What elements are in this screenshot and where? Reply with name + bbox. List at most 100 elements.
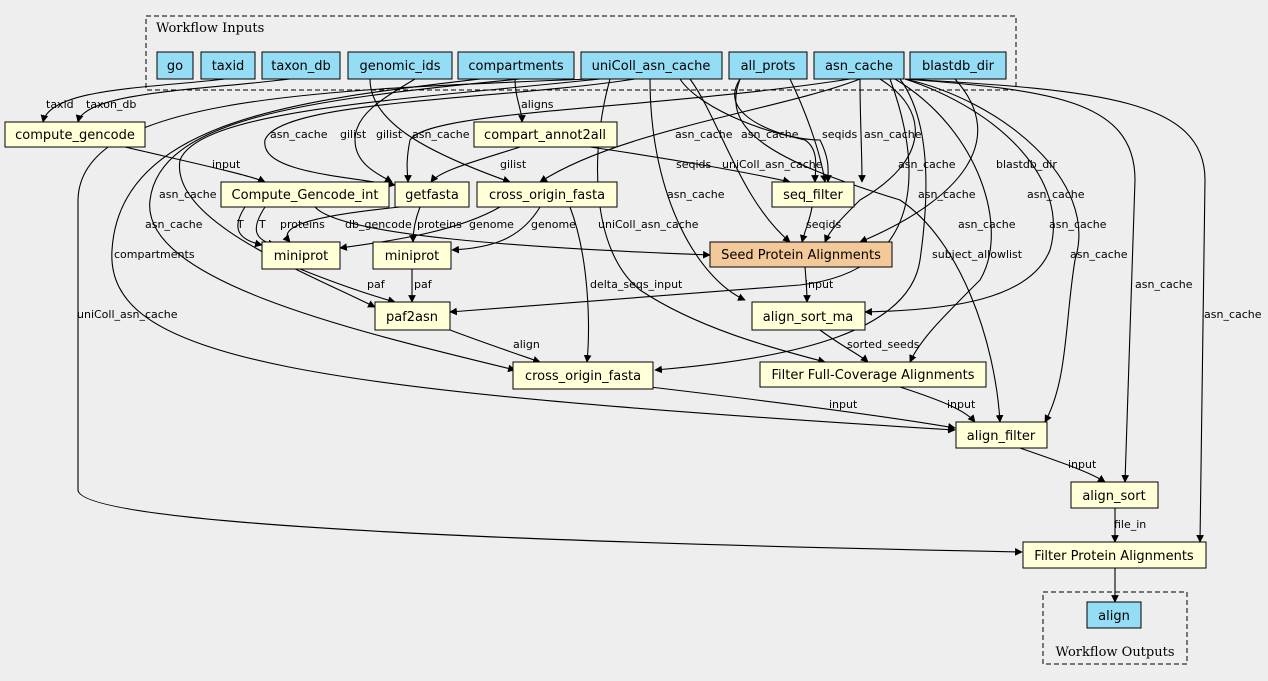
task-node-paf2asn[interactable]: paf2asn	[374, 301, 451, 331]
label-asn-8: asn_cache	[667, 188, 725, 201]
label-gilist-3: gilist	[500, 158, 527, 171]
input-node-asn-cache[interactable]: asn_cache	[813, 51, 905, 80]
task-node-compart-annot2all[interactable]: compart_annot2all	[473, 121, 618, 148]
task-label-seq-filter: seq_filter	[783, 188, 843, 203]
task-label-paf2asn: paf2asn	[386, 310, 438, 325]
edge-genome-1	[339, 206, 501, 251]
label-sorted-seeds: sorted_seeds	[847, 338, 920, 351]
edge-T-1	[237, 206, 263, 248]
task-node-align-filter[interactable]: align_filter	[955, 421, 1048, 449]
task-node-seed-protein-alignments[interactable]: Seed Protein Alignments	[709, 241, 893, 268]
input-node-all-prots[interactable]: all_prots	[728, 51, 808, 80]
task-label-compart-annot2all: compart_annot2all	[484, 128, 606, 143]
task-node-miniprot-1[interactable]: miniprot	[261, 241, 341, 270]
input-node-taxid[interactable]: taxid	[200, 51, 256, 80]
label-gilist-1: gilist	[340, 128, 367, 141]
label-aligns: aligns	[521, 98, 554, 111]
task-label-miniprot-1: miniprot	[274, 249, 329, 264]
task-label-miniprot-2: miniprot	[385, 249, 440, 264]
edge-unicoll-fullcov	[596, 78, 826, 364]
edge-gencode-input	[124, 146, 266, 183]
edge-gilist-1	[354, 78, 416, 183]
task-label-getfasta: getfasta	[405, 188, 459, 203]
input-node-taxon-db[interactable]: taxon_db	[261, 51, 341, 80]
edge-labels: taxid taxon_db aligns asn_cache gilist g…	[46, 98, 1262, 531]
task-label-cross-origin-fasta-1: cross_origin_fasta	[489, 188, 605, 203]
task-label-align-sort: align_sort	[1082, 489, 1145, 504]
edge-sorted-seeds	[819, 329, 869, 363]
label-input-4: input	[947, 398, 976, 411]
task-node-compute-gencode-int[interactable]: Compute_Gencode_int	[220, 181, 390, 208]
input-label-taxid: taxid	[212, 59, 245, 74]
input-nodes: go taxid taxon_db genomic_ids compartmen…	[156, 51, 1007, 80]
label-asn-15: asn_cache	[1135, 278, 1193, 291]
edge-input-alignsort	[1019, 447, 1106, 483]
edge-taxon-db	[75, 78, 291, 123]
label-input-1: input	[212, 158, 241, 171]
input-label-asn-cache: asn_cache	[825, 59, 893, 74]
task-label-cross-origin-fasta-2: cross_origin_fasta	[525, 369, 641, 384]
task-node-compute-gencode[interactable]: compute_gencode	[4, 121, 146, 148]
edge-seqids-seed	[799, 206, 813, 243]
task-label-align-filter: align_filter	[967, 429, 1036, 444]
label-gilist-2: gilist	[376, 128, 403, 141]
edge-input-alignfilter-2	[899, 386, 976, 423]
input-label-blastdb-dir: blastdb_dir	[922, 59, 995, 74]
edge-asn-getfasta-1	[264, 78, 636, 188]
label-asn-12: asn_cache	[958, 218, 1016, 231]
label-delta-seqs: delta_seqs_input	[590, 278, 683, 291]
task-node-seq-filter[interactable]: seq_filter	[771, 181, 855, 208]
input-label-taxon-db: taxon_db	[271, 59, 331, 74]
label-asn-6: asn_cache	[898, 158, 956, 171]
edge-asn-crossorigin-3	[654, 78, 927, 374]
label-proteins-2: proteins	[417, 218, 462, 231]
edge-compartments-alignfilter	[111, 78, 956, 434]
edge-unicoll-seed	[689, 78, 791, 243]
edge-asn-paf2asn-2	[449, 78, 910, 316]
label-paf-1: paf	[367, 278, 386, 291]
workflow-inputs-cluster: Workflow Inputs	[145, 15, 1017, 91]
input-node-compartments[interactable]: compartments	[457, 51, 575, 80]
input-node-go[interactable]: go	[156, 51, 194, 80]
label-asn-5: asn_cache	[864, 128, 922, 141]
label-taxon-db: taxon_db	[86, 98, 136, 111]
task-node-align-sort-ma[interactable]: align_sort_ma	[751, 301, 866, 331]
edge-proteins-2	[409, 206, 421, 243]
edge-gilist-2	[430, 146, 521, 183]
edge-asn-filterprot	[904, 78, 1206, 543]
label-asn-11: asn_cache	[145, 218, 203, 231]
edge-input-alignfilter-1	[649, 386, 956, 431]
edge-seqids-compart	[589, 146, 791, 185]
task-node-filter-protein-alignments[interactable]: Filter Protein Alignments	[1022, 541, 1207, 569]
label-asn-13: asn_cache	[1049, 218, 1107, 231]
edge-proteins-1	[282, 206, 401, 243]
task-node-cross-origin-fasta-2[interactable]: cross_origin_fasta	[512, 361, 654, 390]
edge-seqids-allprots	[789, 78, 828, 183]
input-node-blastdb-dir[interactable]: blastdb_dir	[909, 51, 1007, 80]
task-node-cross-origin-fasta-1[interactable]: cross_origin_fasta	[476, 181, 618, 208]
output-node-align[interactable]: align	[1086, 601, 1142, 629]
task-label-compute-gencode-int: Compute_Gencode_int	[232, 188, 379, 203]
label-seqids-2: seqids	[676, 158, 712, 171]
task-node-getfasta[interactable]: getfasta	[394, 181, 470, 208]
input-label-all-prots: all_prots	[741, 59, 796, 74]
label-asn-10: asn_cache	[1027, 188, 1085, 201]
label-asn-16: asn_cache	[1204, 308, 1262, 321]
label-genome-1: genome	[469, 218, 514, 231]
label-T-2: T	[258, 218, 266, 231]
input-node-genomic-ids[interactable]: genomic_ids	[347, 51, 453, 80]
label-proteins-1: proteins	[280, 218, 325, 231]
label-asn-3: asn_cache	[675, 128, 733, 141]
edge-unicoll-filterprot	[77, 78, 1023, 556]
task-node-filter-full-coverage[interactable]: Filter Full-Coverage Alignments	[759, 361, 987, 388]
edge-taxid	[40, 78, 226, 123]
label-paf-2: paf	[414, 278, 433, 291]
edge-asn-seqfilter-2	[858, 78, 866, 183]
task-node-align-sort[interactable]: align_sort	[1070, 481, 1159, 509]
label-genome-2: genome	[531, 218, 576, 231]
workflow-outputs-label: Workflow Outputs	[1056, 645, 1175, 660]
task-node-miniprot-2[interactable]: miniprot	[372, 241, 452, 270]
label-file-in: file_in	[1114, 518, 1146, 531]
label-asn-1: asn_cache	[270, 128, 328, 141]
input-node-unicoll-asn-cache[interactable]: uniColl_asn_cache	[580, 51, 723, 80]
